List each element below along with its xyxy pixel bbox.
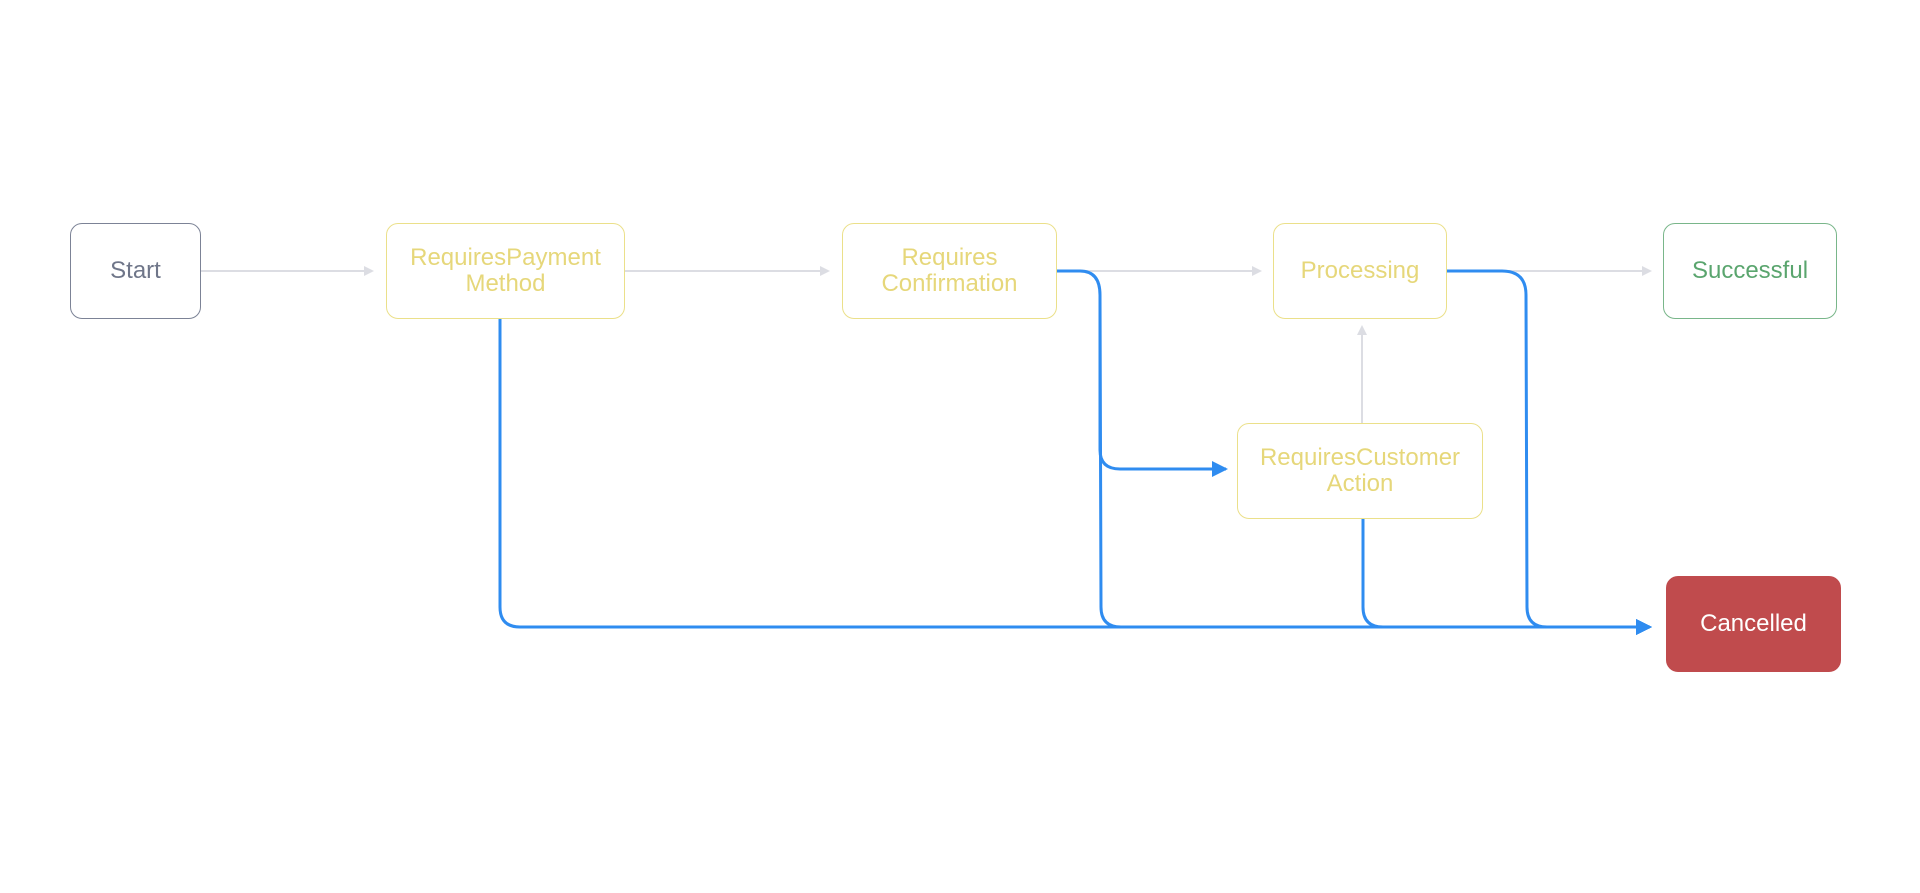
node-start[interactable]: Start xyxy=(70,223,201,319)
edge-requires-payment-method-to-cancelled xyxy=(498,319,1652,635)
node-requires-customer-action[interactable]: RequiresCustomer Action xyxy=(1237,423,1483,519)
node-processing[interactable]: Processing xyxy=(1273,223,1447,319)
edge-requires-customer-action-to-cancelled xyxy=(1361,519,1652,635)
node-successful[interactable]: Successful xyxy=(1663,223,1837,319)
node-cancelled[interactable]: Cancelled xyxy=(1666,576,1841,672)
node-requires-confirmation[interactable]: Requires Confirmation xyxy=(842,223,1057,319)
edge-requires-confirmation-to-requires-customer-action xyxy=(1098,295,1228,477)
edge-processing-to-cancelled xyxy=(1447,269,1652,635)
node-requires-payment-method[interactable]: RequiresPayment Method xyxy=(386,223,625,319)
